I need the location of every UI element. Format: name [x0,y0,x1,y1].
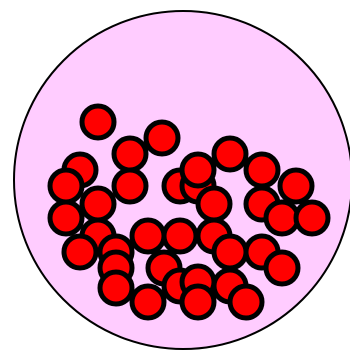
particle-circle [132,286,164,318]
particle-circle [230,286,262,318]
particle-circle [266,252,298,284]
particle-circle [266,202,298,234]
particle-circle [182,286,214,318]
particle-circle [114,138,146,170]
particle-circle [100,272,132,304]
particle-circle [50,202,82,234]
particle-circle [214,236,246,268]
particle-circle [82,188,114,220]
particle-circle [214,138,246,170]
particle-circle [246,154,278,186]
particle-circle [146,122,178,154]
particle-circle [164,220,196,252]
particle-circle [132,220,164,252]
particle-circle [280,170,312,202]
particle-circle [198,188,230,220]
particle-circle [114,170,146,202]
particle-circle [50,170,82,202]
particle-circle [64,236,96,268]
particle-circle [82,106,114,138]
particle-circle [296,202,328,234]
particle-circle [182,154,214,186]
